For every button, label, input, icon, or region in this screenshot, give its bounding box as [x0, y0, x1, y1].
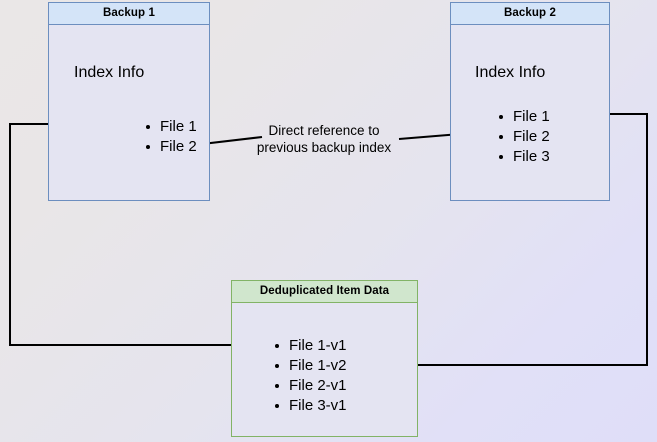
- backup-2-file-list: File 1 File 2 File 3: [498, 107, 550, 167]
- node-backup-1-body: Index Info File 1 File 2: [49, 25, 209, 200]
- bullet-icon: [499, 155, 503, 159]
- list-item: File 2: [145, 137, 197, 157]
- node-backup-1[interactable]: Backup 1 Index Info File 1 File 2: [48, 2, 210, 201]
- node-backup-2[interactable]: Backup 2 Index Info File 1 File 2 File 3: [450, 2, 610, 201]
- bullet-icon: [499, 115, 503, 119]
- list-item-label: File 2: [160, 138, 197, 155]
- list-item-label: File 2-v1: [289, 377, 347, 394]
- list-item: File 1: [145, 117, 197, 137]
- list-item: File 1-v1: [274, 336, 347, 356]
- node-deduplicated-item-data[interactable]: Deduplicated Item Data File 1-v1 File 1-…: [231, 280, 418, 437]
- node-backup-1-header: Backup 1: [49, 3, 209, 25]
- list-item-label: File 3-v1: [289, 397, 347, 414]
- list-item: File 3-v1: [274, 396, 347, 416]
- list-item: File 2: [498, 127, 550, 147]
- backup-1-file-list: File 1 File 2: [145, 117, 197, 157]
- node-backup-2-body: Index Info File 1 File 2 File 3: [451, 25, 609, 200]
- bullet-icon: [275, 344, 279, 348]
- backup-1-index-info-label: Index Info: [74, 64, 145, 81]
- bullet-icon: [499, 135, 503, 139]
- backup-2-index-info-label: Index Info: [475, 64, 546, 81]
- bullet-icon: [275, 404, 279, 408]
- list-item-label: File 1: [513, 108, 550, 125]
- bullet-icon: [275, 364, 279, 368]
- list-item: File 1-v2: [274, 356, 347, 376]
- node-deduplicated-item-data-header: Deduplicated Item Data: [232, 281, 417, 303]
- dedup-file-list: File 1-v1 File 1-v2 File 2-v1 File 3-v1: [274, 336, 347, 416]
- node-deduplicated-item-data-body: File 1-v1 File 1-v2 File 2-v1 File 3-v1: [232, 303, 417, 436]
- list-item-label: File 1: [160, 118, 197, 135]
- bullet-icon: [146, 145, 150, 149]
- list-item: File 2-v1: [274, 376, 347, 396]
- bullet-icon: [146, 125, 150, 129]
- node-backup-2-header: Backup 2: [451, 3, 609, 25]
- list-item: File 1: [498, 107, 550, 127]
- list-item-label: File 1-v2: [289, 357, 347, 374]
- list-item-label: File 3: [513, 148, 550, 165]
- edge-label-line-1: Direct reference to: [268, 123, 380, 138]
- list-item-label: File 2: [513, 128, 550, 145]
- bullet-icon: [275, 384, 279, 388]
- edge-label-line-2: previous backup index: [256, 140, 392, 155]
- list-item: File 3: [498, 147, 550, 167]
- list-item-label: File 1-v1: [289, 337, 347, 354]
- edge-label-direct-reference: Direct reference to previous backup inde…: [248, 122, 400, 156]
